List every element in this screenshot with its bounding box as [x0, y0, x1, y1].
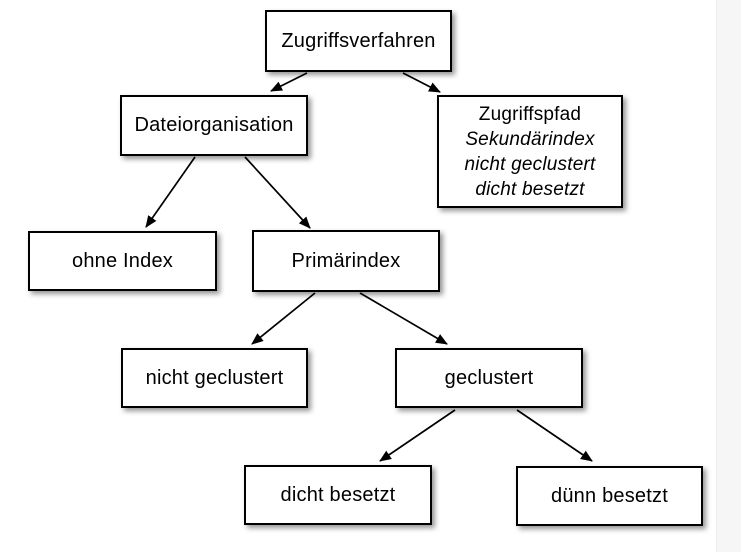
edge-dateiorganisation-primaerindex	[244, 156, 311, 229]
node-label: dünn besetzt	[551, 484, 668, 507]
node-label-line3: nicht geclustert	[464, 153, 596, 175]
edge-root-zugriffspfad	[402, 72, 441, 93]
node-label: nicht geclustert	[145, 366, 284, 389]
node-zugriffspfad: Zugriffspfad Sekundärindex nicht geclust…	[437, 95, 623, 208]
node-label: ohne Index	[72, 249, 173, 272]
edge-geclustert-duenn-besetzt	[516, 409, 593, 462]
node-label: dicht besetzt	[280, 483, 396, 506]
node-geclustert: geclustert	[395, 348, 583, 408]
node-label: Zugriffsverfahren	[281, 29, 436, 52]
node-nicht-geclustert: nicht geclustert	[121, 348, 308, 408]
node-label-line2: Sekundärindex	[465, 128, 595, 150]
edge-root-dateiorganisation	[270, 72, 308, 92]
edge-geclustert-dicht-besetzt	[379, 409, 456, 462]
edge-primaerindex-geclustert	[359, 292, 448, 345]
node-duenn-besetzt: dünn besetzt	[516, 466, 703, 526]
node-ohne-index: ohne Index	[28, 231, 217, 291]
node-label: geclustert	[444, 366, 534, 389]
node-primaerindex: Primärindex	[252, 230, 440, 292]
page-edge-band	[716, 0, 741, 552]
edge-dateiorganisation-ohne-index	[145, 156, 196, 228]
node-zugriffsverfahren: Zugriffsverfahren	[265, 10, 452, 72]
node-dateiorganisation: Dateiorganisation	[120, 95, 308, 156]
node-dicht-besetzt: dicht besetzt	[244, 465, 432, 525]
node-label: Dateiorganisation	[134, 114, 294, 136]
node-label-line4: dicht besetzt	[475, 178, 585, 200]
node-label: Primärindex	[291, 249, 401, 272]
node-label-line1: Zugriffspfad	[478, 103, 582, 125]
edge-primaerindex-nicht-geclustert	[251, 292, 316, 345]
